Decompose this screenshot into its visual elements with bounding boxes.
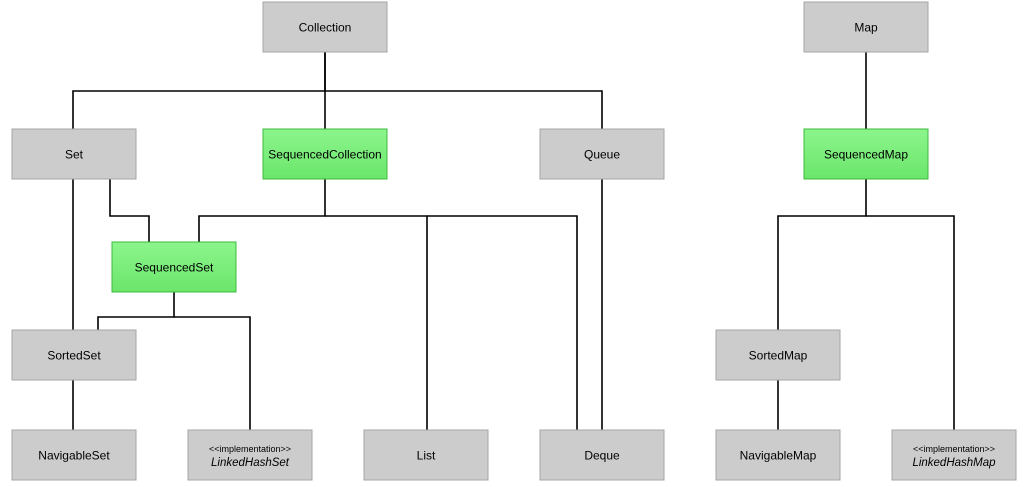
edge-sequenced-set-sorted-set [97, 292, 175, 330]
node-label: Set [65, 148, 84, 162]
node-label: NavigableSet [38, 449, 110, 463]
node-box [539, 429, 665, 481]
node-box [715, 329, 841, 381]
edges [72, 52, 955, 430]
edge-collection-set [72, 52, 326, 129]
node-stereotype: <<implementation>> [913, 444, 995, 454]
node-set: Set [11, 128, 137, 180]
node-navigable-set: NavigableSet [11, 429, 137, 481]
node-box [187, 429, 313, 481]
node-linked-hash-set: <<implementation>> LinkedHashSet [187, 429, 313, 481]
node-deque: Deque [539, 429, 665, 481]
node-label: SequencedCollection [268, 148, 381, 162]
edge-sequenced-map-linked-hash-map [866, 215, 955, 430]
node-sequenced-set: SequencedSet [111, 241, 237, 293]
node-list: List [363, 429, 489, 481]
edge-set-sequenced-set [109, 179, 150, 242]
node-label: NavigableMap [740, 449, 817, 463]
node-stereotype: <<implementation>> [209, 444, 291, 454]
node-label: SortedMap [749, 349, 808, 363]
node-sorted-map: SortedMap [715, 329, 841, 381]
node-label: Collection [299, 21, 352, 35]
node-box [262, 128, 388, 180]
edge-sequenced-map-sorted-map [777, 179, 867, 330]
node-label: List [417, 449, 436, 463]
node-sorted-set: SortedSet [11, 329, 137, 381]
node-linked-hash-map: <<implementation>> LinkedHashMap [891, 429, 1017, 481]
node-label: Map [854, 21, 878, 35]
node-queue: Queue [539, 128, 665, 180]
edge-sequenced-set-linked-hash-set [174, 316, 251, 430]
node-box [11, 128, 137, 180]
node-sequenced-collection: SequencedCollection [262, 128, 388, 180]
node-label: LinkedHashSet [211, 457, 290, 469]
node-label: SequencedMap [824, 148, 908, 162]
node-box [803, 128, 929, 180]
node-label: Deque [584, 449, 620, 463]
node-label: SortedSet [47, 349, 101, 363]
node-box [11, 329, 137, 381]
node-box [363, 429, 489, 481]
node-box [11, 429, 137, 481]
node-navigable-map: NavigableMap [715, 429, 841, 481]
edge-sequenced-collection-list [325, 215, 428, 430]
node-sequenced-map: SequencedMap [803, 128, 929, 180]
node-box [803, 1, 929, 53]
edge-collection-queue [325, 90, 603, 129]
node-box [891, 429, 1017, 481]
node-label: SequencedSet [135, 261, 214, 275]
node-box [539, 128, 665, 180]
node-label: Queue [584, 148, 620, 162]
node-box [111, 241, 237, 293]
node-box [715, 429, 841, 481]
node-collection: Collection [262, 1, 388, 53]
node-map: Map [803, 1, 929, 53]
node-label: LinkedHashMap [912, 457, 996, 469]
edge-sequenced-collection-deque [427, 215, 578, 430]
node-box [262, 1, 388, 53]
edge-sequenced-collection-sequenced-set [198, 179, 326, 242]
